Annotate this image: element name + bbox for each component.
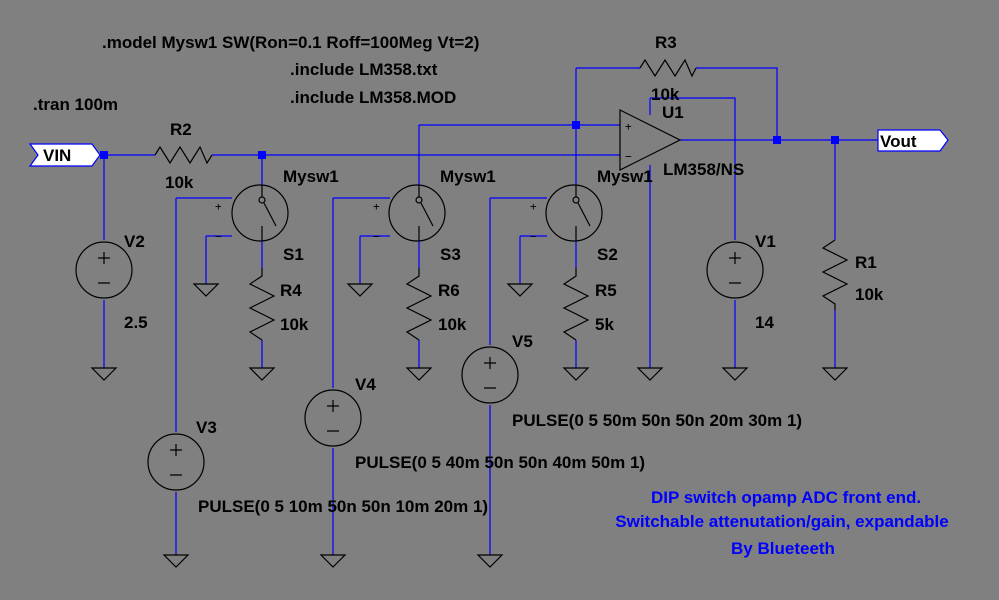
r6-value: 10k [438, 315, 467, 334]
svg-text:−: − [625, 150, 632, 163]
switch-S3[interactable]: +− [373, 184, 446, 243]
v2-name: V2 [124, 232, 145, 251]
v2-value: 2.5 [124, 313, 148, 332]
ground-symbol [347, 283, 373, 297]
r4-value: 10k [280, 315, 309, 334]
wires [92, 67, 878, 555]
ground-symbol [320, 554, 346, 568]
svg-text:VIN: VIN [43, 146, 71, 165]
s1-model: Mysw1 [283, 167, 339, 186]
ground-symbol [477, 554, 503, 568]
note-line-3: By Blueteeth [731, 539, 835, 558]
v4-name: V4 [355, 375, 376, 394]
v5-value: PULSE(0 5 50m 50n 50n 20m 30m 1) [512, 411, 802, 430]
ground-symbol [507, 283, 533, 297]
r1-value: 10k [855, 285, 884, 304]
note-line-1: DIP switch opamp ADC front end. [651, 488, 921, 507]
r3-value: 10k [651, 85, 680, 104]
resistor-R2[interactable] [154, 145, 213, 165]
s3-name: S3 [440, 245, 461, 264]
net-label-vout: Vout [877, 129, 949, 152]
svg-text:+: + [373, 200, 380, 213]
include-directive-mod: .include LM358.MOD [290, 88, 456, 107]
s2-name: S2 [597, 245, 618, 264]
source-V1[interactable] [706, 241, 764, 299]
notes: DIP switch opamp ADC front end. Switchab… [615, 488, 948, 558]
s1-name: S1 [283, 245, 304, 264]
svg-text:+: + [625, 120, 632, 133]
v4-value: PULSE(0 5 40m 50n 50n 40m 50m 1) [355, 453, 645, 472]
u1-part: LM358/NS [663, 160, 744, 179]
ground-symbol [822, 367, 848, 381]
r4-name: R4 [280, 281, 302, 300]
ground-symbol [91, 367, 117, 381]
resistor-R4[interactable] [248, 268, 276, 341]
svg-text:+: + [530, 200, 537, 213]
resistor-R3[interactable] [639, 58, 697, 78]
r6-name: R6 [438, 281, 460, 300]
net-label-vin: VIN [28, 143, 101, 167]
v3-value: PULSE(0 5 10m 50n 50n 10m 20m 1) [198, 497, 488, 516]
ground-symbol [249, 367, 275, 381]
ground-symbol [406, 367, 432, 381]
switch-S2[interactable]: +− [530, 184, 603, 243]
model-directive: .model Mysw1 SW(Ron=0.1 Roff=100Meg Vt=2… [102, 33, 479, 52]
v3-name: V3 [196, 418, 217, 437]
ground-symbol [563, 367, 589, 381]
note-line-2: Switchable attenutation/gain, expandable [615, 512, 948, 531]
resistor-R5[interactable] [562, 268, 590, 341]
v1-name: V1 [755, 232, 776, 251]
svg-text:−: − [215, 230, 222, 243]
source-V4[interactable] [304, 389, 362, 447]
v5-name: V5 [512, 332, 533, 351]
ground-symbol [637, 367, 663, 381]
tran-directive: .tran 100m [33, 95, 118, 114]
svg-text:−: − [530, 230, 537, 243]
r1-name: R1 [855, 253, 877, 272]
include-directive-txt: .include LM358.txt [290, 60, 438, 79]
svg-text:−: − [373, 230, 380, 243]
ground-symbol [163, 554, 189, 568]
ground-symbol [722, 367, 748, 381]
source-V2[interactable] [75, 241, 133, 299]
v1-value: 14 [755, 313, 774, 332]
resistor-R6[interactable] [405, 268, 433, 341]
component-labels: R2 10k R3 10k R4 10k R6 10k R5 5k R1 10k… [124, 33, 884, 516]
opamp-U1[interactable]: + − [619, 109, 682, 171]
u1-name: U1 [662, 103, 684, 122]
r2-name: R2 [170, 120, 192, 139]
resistor-R1[interactable] [821, 239, 849, 310]
svg-text:Vout: Vout [880, 132, 917, 151]
ground-symbol [193, 283, 219, 297]
source-V5[interactable] [461, 346, 519, 404]
source-V3[interactable] [147, 433, 205, 491]
r2-value: 10k [165, 173, 194, 192]
r5-value: 5k [595, 315, 614, 334]
switch-S1[interactable]: +− [215, 184, 289, 243]
r5-name: R5 [595, 281, 617, 300]
s2-model: Mysw1 [597, 167, 653, 186]
r3-name: R3 [655, 33, 677, 52]
svg-text:+: + [215, 200, 222, 213]
spice-directives: .model Mysw1 SW(Ron=0.1 Roff=100Meg Vt=2… [33, 33, 479, 114]
s3-model: Mysw1 [440, 167, 496, 186]
